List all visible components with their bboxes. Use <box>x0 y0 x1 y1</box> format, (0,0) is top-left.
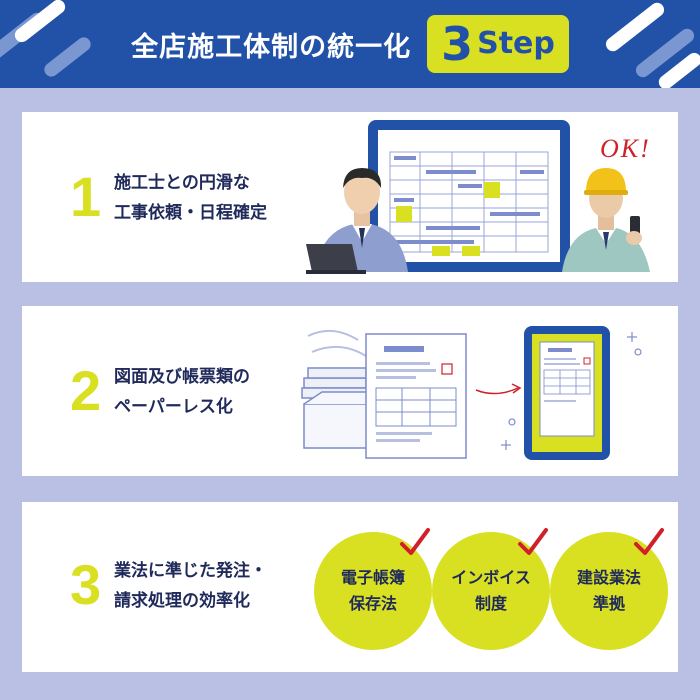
step-label-line: 図面及び帳票類の <box>114 367 250 387</box>
step-card-3: 3 業法に準じた発注・ 請求処理の効率化 電子帳簿 保存法 インボイス 制度 建… <box>22 502 678 672</box>
check-icon <box>634 528 664 555</box>
paper-document <box>365 333 467 459</box>
step-label-2: 図面及び帳票類の ペーパーレス化 <box>114 362 250 422</box>
flying-paper <box>311 345 367 357</box>
paper-stack <box>301 367 371 399</box>
flying-paper <box>307 329 359 341</box>
tablet-screen <box>378 130 560 262</box>
step-number-1: 1 <box>70 165 102 228</box>
step-count-word: Step <box>477 26 555 61</box>
header-banner: 全店施工体制の統一化 3 Step <box>0 0 700 88</box>
step-label-line: ペーパーレス化 <box>114 397 233 417</box>
check-icon <box>518 528 548 555</box>
step-count-badge: 3 Step <box>427 15 569 73</box>
step-count-number: 3 <box>441 17 474 71</box>
badge-line: インボイス <box>451 568 531 587</box>
step-label-line: 業法に準じた発注・ <box>114 561 267 581</box>
badge-line: 準拠 <box>592 594 625 613</box>
step-number-3: 3 <box>70 553 102 616</box>
header-content: 全店施工体制の統一化 3 Step <box>0 0 700 88</box>
step-label-3: 業法に準じた発注・ 請求処理の効率化 <box>114 556 267 616</box>
step-label-1: 施工士との円滑な 工事依頼・日程確定 <box>114 168 267 228</box>
sparkle-dot <box>634 348 642 356</box>
tablet-device <box>524 326 610 460</box>
sparkle-icon <box>501 332 637 450</box>
step-card-2: 2 図面及び帳票類の ペーパーレス化 <box>22 306 678 476</box>
schedule-grid <box>389 151 549 253</box>
badge-line: 制度 <box>474 594 507 613</box>
arrow-icon <box>475 387 519 395</box>
step-label-line: 工事依頼・日程確定 <box>114 203 267 223</box>
cardboard-box <box>303 391 375 449</box>
schedule-highlights <box>396 182 500 256</box>
ok-exclamation: OK! <box>600 134 651 163</box>
compliance-badge-invoice: インボイス 制度 <box>432 532 550 650</box>
sparkle-dot <box>508 418 516 426</box>
step-label-line: 請求処理の効率化 <box>114 591 250 611</box>
tablet-frame <box>368 120 570 272</box>
badge-line: 保存法 <box>348 594 397 613</box>
badge-line: 建設業法 <box>576 568 641 587</box>
step-card-1: 1 施工士との円滑な 工事依頼・日程確定 <box>22 112 678 282</box>
step-label-line: 施工士との円滑な <box>114 173 250 193</box>
construction-worker-figure <box>562 168 650 272</box>
schedule-bars <box>394 156 544 244</box>
badge-line: 電子帳簿 <box>340 568 405 587</box>
page-title: 全店施工体制の統一化 <box>131 31 412 63</box>
office-worker-figure <box>306 168 408 274</box>
check-icon <box>400 528 430 555</box>
step-number-2: 2 <box>70 359 102 422</box>
